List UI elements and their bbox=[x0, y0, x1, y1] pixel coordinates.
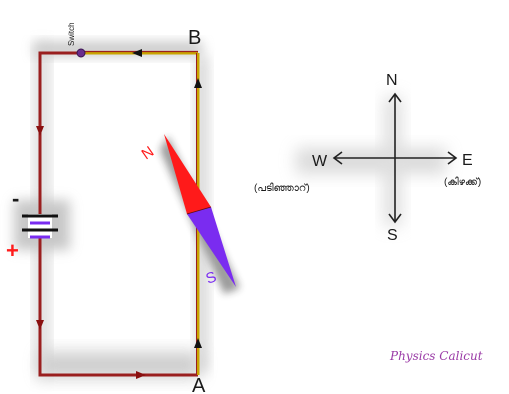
compass-east-local-label: (കിഴക്ക്) bbox=[444, 176, 481, 188]
needle-south-half bbox=[187, 207, 236, 287]
switch-node bbox=[76, 48, 86, 58]
needle-north-half bbox=[164, 134, 211, 214]
current-arrows bbox=[36, 49, 202, 379]
compass-east-label: E bbox=[462, 152, 473, 169]
arrow-top-wire-left bbox=[132, 49, 142, 57]
arrow-left-wire-down bbox=[36, 126, 44, 136]
compass-north-arrowhead bbox=[388, 92, 402, 103]
compass-south-arrowhead bbox=[388, 213, 402, 224]
compass-west-label: W bbox=[312, 153, 328, 170]
corner-b-label: B bbox=[188, 27, 201, 49]
switch-label: Switch bbox=[67, 22, 76, 46]
needle-north-label: N bbox=[139, 143, 158, 163]
corner-a-label: A bbox=[192, 375, 206, 394]
compass-south-label: S bbox=[387, 227, 398, 244]
battery-negative-sign: - bbox=[12, 186, 19, 211]
credit-label: Physics Calicut bbox=[389, 349, 483, 363]
arrow-right-wire-up-2 bbox=[194, 338, 202, 348]
compass-north-label: N bbox=[386, 72, 398, 89]
compass-west-local-label: (പടിഞ്ഞാറ്) bbox=[254, 182, 310, 194]
left-wire bbox=[38, 51, 80, 214]
arrow-bottom-wire-right bbox=[136, 371, 146, 379]
arrow-left-wire-down-2 bbox=[36, 320, 44, 330]
compass-east-arrowhead bbox=[447, 151, 458, 165]
arrow-right-wire-up bbox=[194, 78, 202, 88]
compass-west-arrowhead bbox=[332, 151, 343, 165]
battery-positive-sign: + bbox=[6, 238, 19, 263]
shadow-layer bbox=[14, 42, 446, 378]
magnetic-needle bbox=[164, 134, 236, 287]
battery bbox=[22, 214, 58, 239]
compass-rose bbox=[332, 92, 458, 224]
